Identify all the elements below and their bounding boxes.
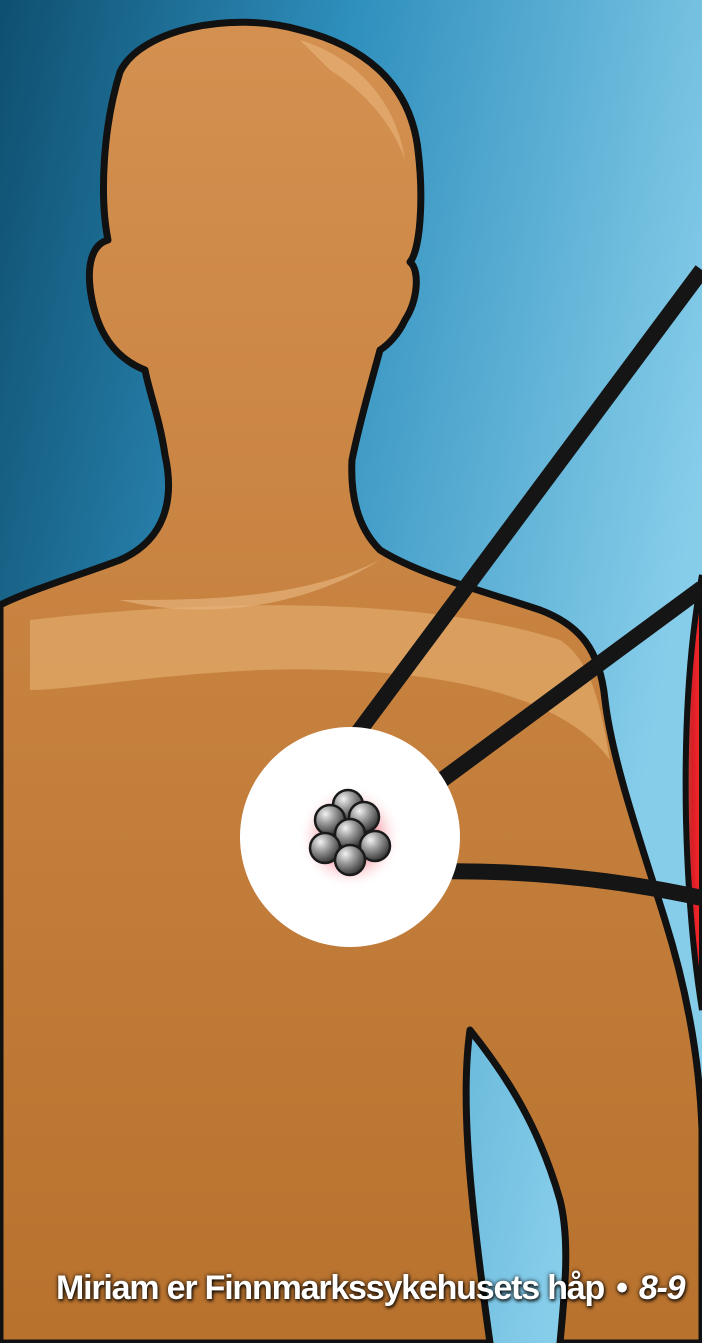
- teaser-headline: Miriam er Finnmarkssykehusets håp: [56, 1269, 604, 1307]
- teaser-page-numbers: 8-9: [639, 1269, 685, 1307]
- cover-teaser[interactable]: Miriam er Finnmarkssykehusets håp • 8-9: [56, 1266, 696, 1310]
- teaser-separator: •: [616, 1269, 627, 1307]
- callout-circle: [240, 727, 460, 947]
